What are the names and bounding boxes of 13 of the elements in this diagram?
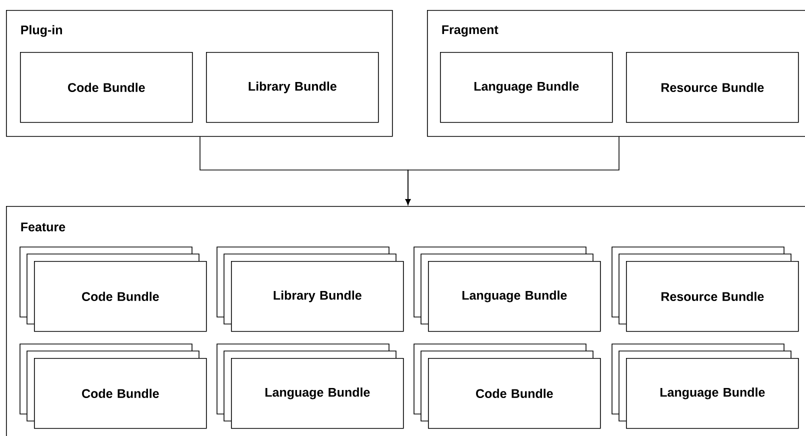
stacked-bundle-box: Language Bundle — [414, 246, 601, 332]
stacked-bundle-box: Code Bundle — [20, 344, 207, 429]
connector-arrow — [405, 136, 620, 205]
bundle-box: Library Bundle — [206, 52, 379, 123]
stacked-bundle-box: Language Bundle — [216, 344, 404, 429]
stacked-bundle-box: Code Bundle — [414, 344, 601, 429]
bundle-box: Resource Bundle — [626, 52, 799, 123]
stacked-bundle-box: Language Bundle — [612, 344, 799, 429]
bundle-box: Code Bundle — [20, 52, 193, 123]
stacked-bundle-box: Library Bundle — [216, 246, 404, 332]
stacked-bundle-box: Resource Bundle — [612, 246, 799, 332]
stacked-bundle-box: Code Bundle — [20, 246, 207, 332]
bundle-box: Language Bundle — [440, 52, 613, 123]
